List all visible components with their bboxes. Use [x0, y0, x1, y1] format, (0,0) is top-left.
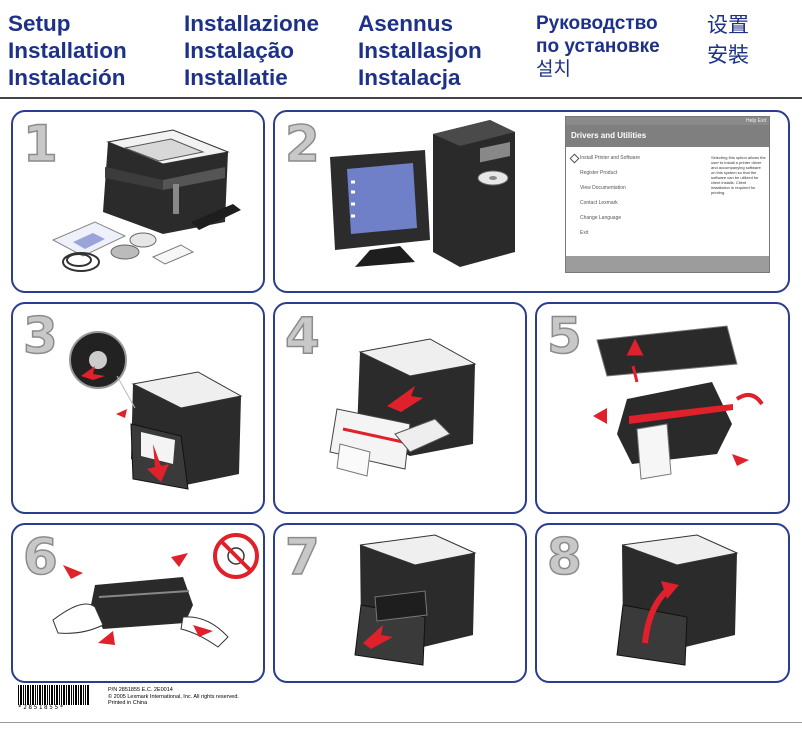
title-line: Installatie: [184, 65, 288, 90]
title-line: Instalación: [8, 65, 126, 90]
window-body: Install Printer and Software Register Pr…: [566, 147, 769, 257]
title-line: Installation: [8, 38, 127, 63]
title-line: Instalação: [184, 38, 295, 63]
title-line: по установке: [536, 36, 660, 57]
step-number: 6: [22, 527, 58, 587]
step-panel-7: 7: [273, 523, 527, 683]
menu-list: Install Printer and Software Register Pr…: [580, 155, 640, 245]
menu-item-language[interactable]: Change Language: [580, 215, 622, 221]
drivers-utilities-window: Help Exit Drivers and Utilities Install …: [565, 116, 770, 273]
footer-legal: P/N 2851855 E.C. 2E0014 © 2005 Lexmark I…: [108, 687, 239, 707]
title-chinese: 设置 安裝: [707, 10, 749, 70]
step-panel-3: 3: [11, 302, 265, 514]
title-english-german-spanish: Setup Installation Instalación: [8, 10, 127, 91]
title-line: 설치: [536, 59, 571, 80]
title-russian-korean: Руководство по установке 설치: [536, 12, 660, 81]
title-line: Installazione: [184, 11, 320, 36]
step-panel-5: 5: [535, 302, 790, 514]
title-line: 设置: [707, 13, 749, 37]
title-line: Installasjon: [358, 38, 482, 63]
title-line: Instalacja: [358, 65, 461, 90]
step-number: 7: [284, 527, 320, 587]
insert-toner-illustration: [354, 534, 477, 666]
window-title: Drivers and Utilities: [566, 125, 769, 147]
step-number: 1: [22, 114, 58, 174]
step-panel-6: 6: [11, 523, 265, 683]
copyright: © 2005 Lexmark International, Inc. All r…: [108, 693, 239, 700]
menu-item-register[interactable]: Register Product: [580, 170, 618, 176]
step-panel-4: 4: [273, 302, 527, 514]
barcode-number: *2851855*: [18, 704, 65, 711]
window-titlebar: [566, 117, 769, 125]
computer-cd-illustration: [330, 120, 515, 267]
header-divider: [0, 97, 802, 99]
step-panel-1: 1: [11, 110, 265, 293]
step-number: 5: [546, 306, 582, 366]
step-number: 2: [284, 114, 320, 174]
bottom-rule: [0, 722, 802, 723]
menu-item-exit[interactable]: Exit: [580, 230, 589, 236]
selection-diamond-icon: [569, 153, 580, 164]
remove-toner-packaging-illustration: [329, 338, 477, 477]
step-panel-8: 8: [535, 523, 790, 683]
open-front-door-illustration: [69, 331, 243, 490]
menu-item-contact[interactable]: Contact Lexmark: [580, 200, 618, 206]
step-number: 3: [22, 306, 58, 366]
printer-unboxing-illustration: [51, 129, 241, 272]
part-number: P/N 2851855 E.C. 2E0014: [108, 687, 173, 693]
menu-item-documentation[interactable]: View Documentation: [580, 185, 626, 191]
unpack-toner-illustration: [593, 325, 764, 480]
step-number: 4: [284, 306, 320, 366]
title-italian-portuguese-dutch: Installazione Instalação Installatie: [184, 10, 319, 91]
step-panel-2: 2 Help Exit Drivers and Utilities Instal…: [273, 110, 790, 293]
title-line: Setup: [8, 11, 71, 36]
step-number: 8: [546, 527, 582, 587]
printed-in: Printed in China: [108, 700, 148, 706]
title-finnish-norwegian-polish: Asennus Installasjon Instalacja: [358, 10, 482, 91]
title-line: Руководство: [536, 13, 658, 34]
menu-item-install[interactable]: Install Printer and Software: [580, 155, 641, 161]
shake-toner-illustration: [52, 533, 259, 648]
menu-description: Selecting this option allows the user to…: [711, 155, 766, 195]
barcode: [18, 685, 89, 705]
close-front-door-illustration: [616, 534, 739, 666]
window-footer: [566, 256, 769, 272]
window-help-exit[interactable]: Help Exit: [745, 118, 766, 124]
title-line: 安裝: [707, 43, 749, 67]
title-line: Asennus: [358, 11, 454, 36]
